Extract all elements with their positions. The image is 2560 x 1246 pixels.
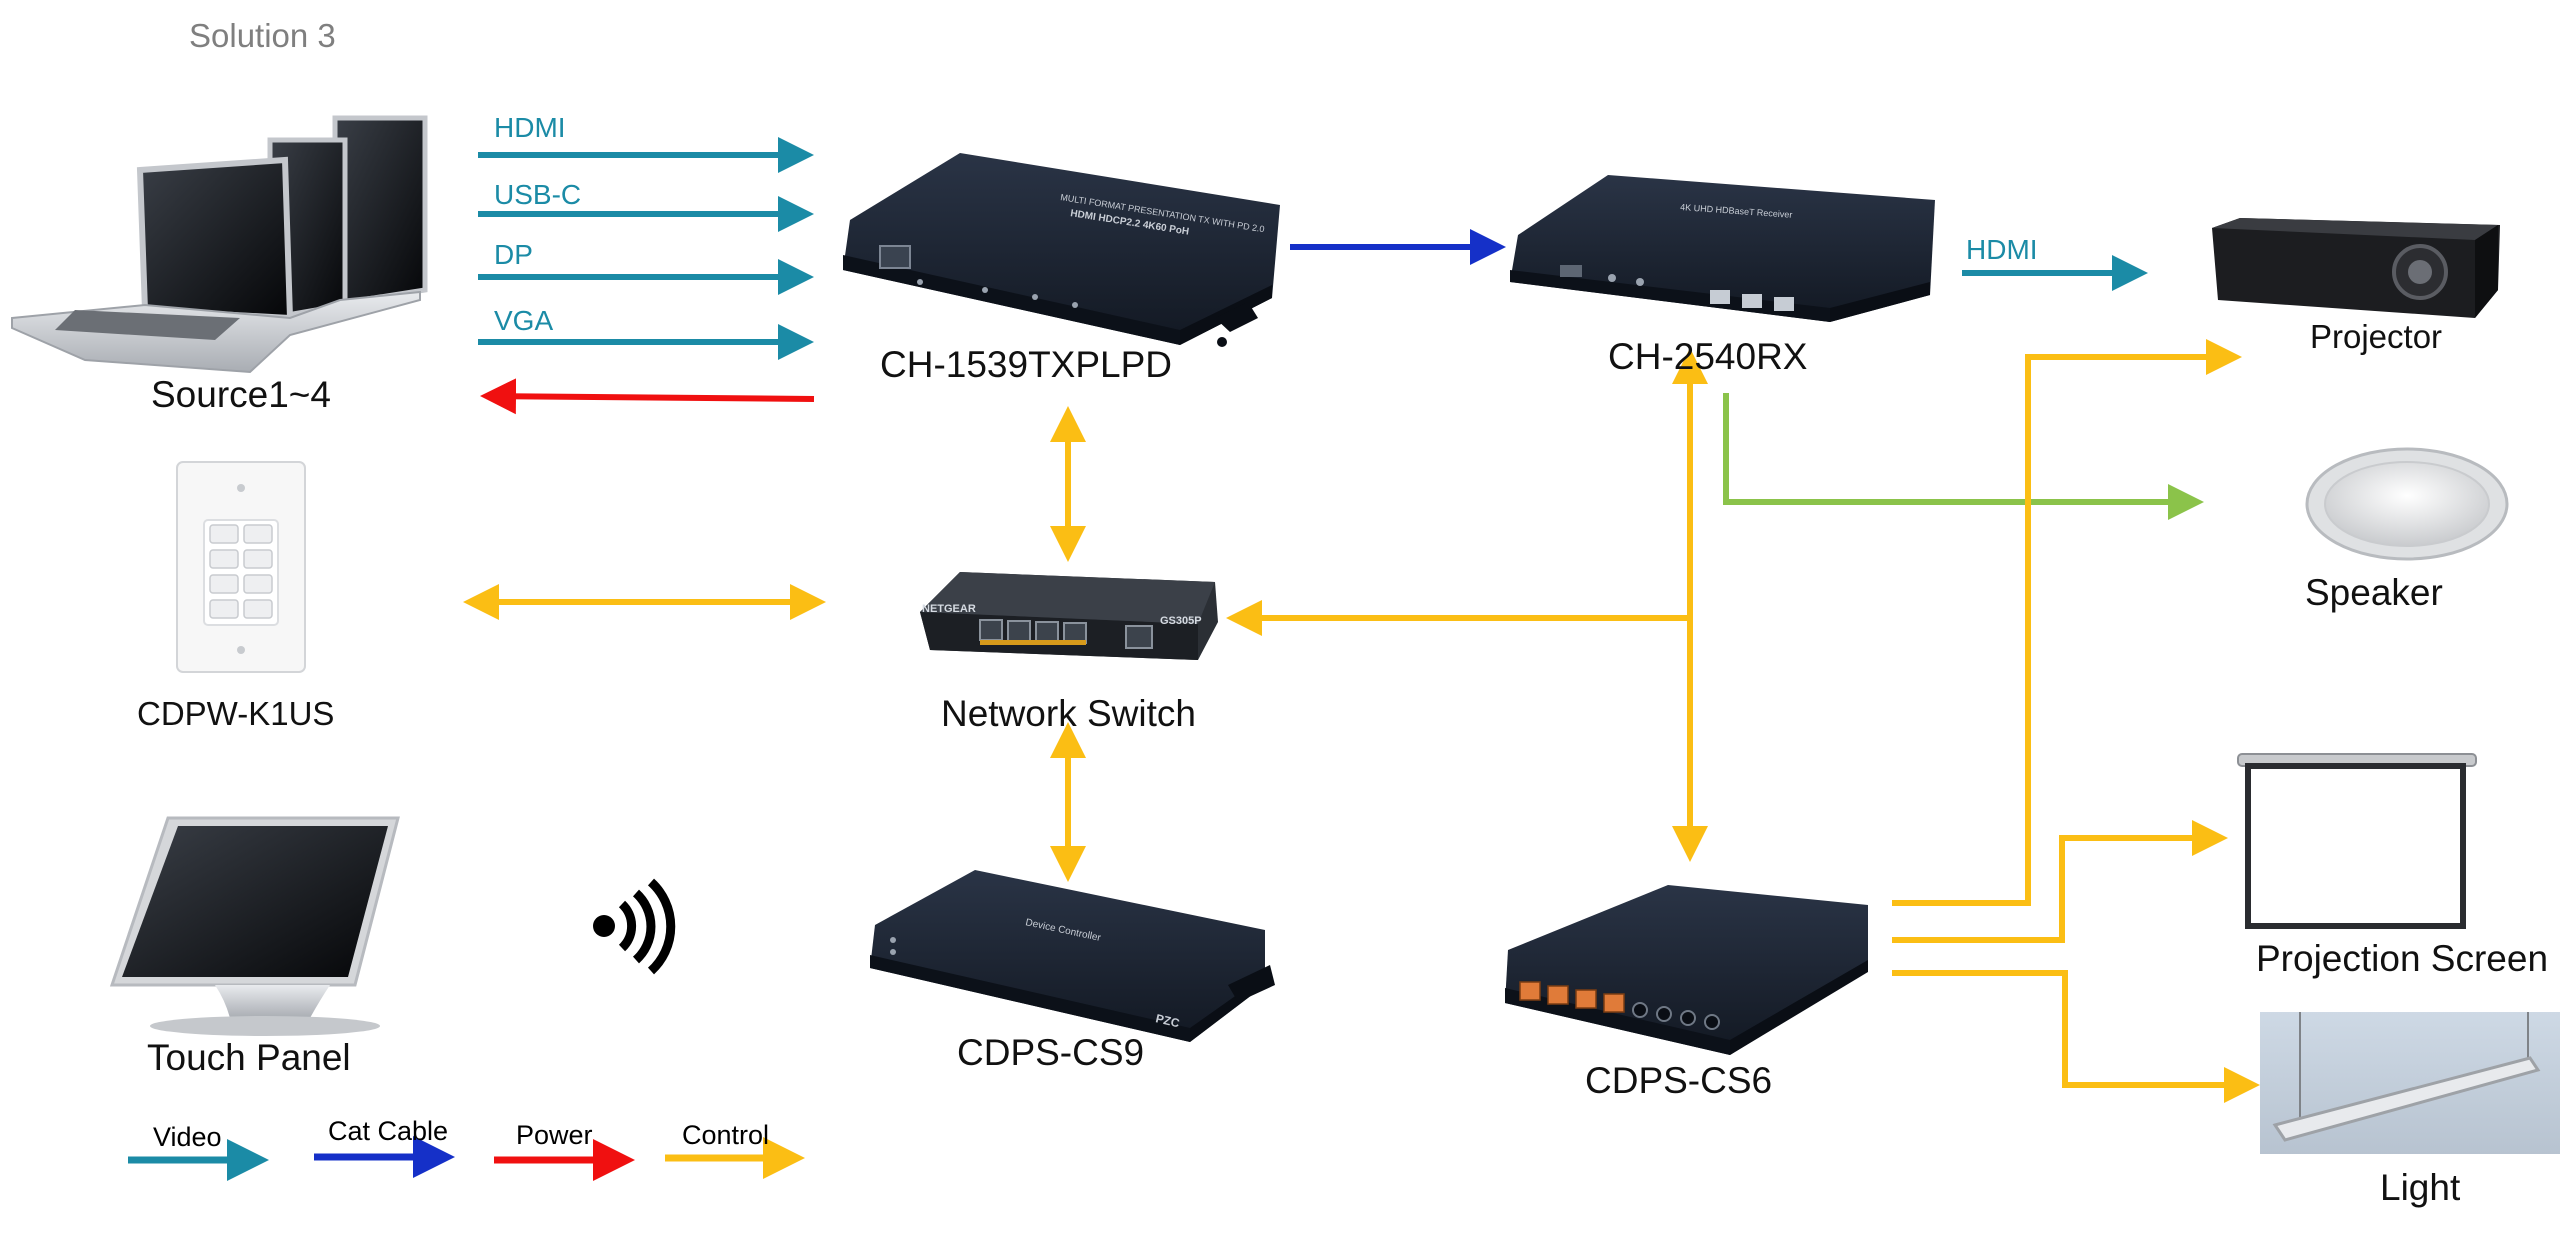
tablet-icon	[109, 816, 400, 1036]
rx-device: 4K UHD HDBaseT Receiver	[1510, 175, 1935, 322]
cs9-label: CDPS-CS9	[957, 1032, 1145, 1073]
keypad-label: CDPW-K1US	[137, 695, 335, 732]
legend-cat-label: Cat Cable	[328, 1116, 449, 1146]
legend-power-label: Power	[516, 1120, 593, 1150]
switch-model: GS305P	[1160, 615, 1202, 627]
laptops-icon	[11, 115, 428, 374]
rx-label: CH-2540RX	[1608, 336, 1808, 377]
switch-device: NETGEAR GS305P	[920, 572, 1218, 660]
page-title: Solution 3	[189, 17, 336, 54]
cs9-print-brand: PZC	[1154, 1011, 1181, 1030]
arrow-power	[480, 378, 815, 415]
vga-label: VGA	[494, 305, 554, 336]
cs6-device	[1505, 885, 1868, 1055]
speaker-label: Speaker	[2305, 572, 2443, 613]
light-icon	[2260, 1012, 2560, 1154]
arrow-ctrl-light	[1892, 970, 2260, 1103]
light-label: Light	[2380, 1167, 2461, 1208]
screen-label: Projection Screen	[2256, 938, 2549, 979]
usbc-label: USB-C	[494, 179, 582, 210]
wireless-icon	[593, 878, 676, 975]
arrow-ctrl-screen	[1892, 820, 2228, 943]
arrow-ctrl-projector	[1892, 339, 2242, 906]
rx-hdmi-label: HDMI	[1966, 234, 2038, 265]
source-label: Source1~4	[151, 374, 331, 415]
keypad-icon	[176, 461, 306, 673]
switch-label: Network Switch	[941, 693, 1196, 734]
switch-brand: NETGEAR	[922, 603, 976, 615]
projector-icon	[2212, 218, 2500, 318]
tx-label: CH-1539TXPLPD	[880, 344, 1173, 385]
screen-icon	[2237, 753, 2477, 929]
cs6-label: CDPS-CS6	[1585, 1060, 1773, 1101]
connections	[463, 137, 2260, 1103]
arrow-audio	[1723, 393, 2204, 520]
touch-panel-label: Touch Panel	[147, 1037, 351, 1078]
cs9-device: Device Controller PZC	[870, 870, 1275, 1042]
tx-device: MULTI FORMAT PRESENTATION TX WITH PD 2.0…	[843, 153, 1280, 347]
speaker-icon	[2305, 447, 2509, 561]
projector-label: Projector	[2310, 318, 2443, 355]
hdmi-label: HDMI	[494, 112, 566, 143]
legend-control-label: Control	[682, 1120, 770, 1150]
legend	[128, 1136, 805, 1181]
legend-video-label: Video	[153, 1122, 222, 1152]
dp-label: DP	[494, 239, 533, 270]
